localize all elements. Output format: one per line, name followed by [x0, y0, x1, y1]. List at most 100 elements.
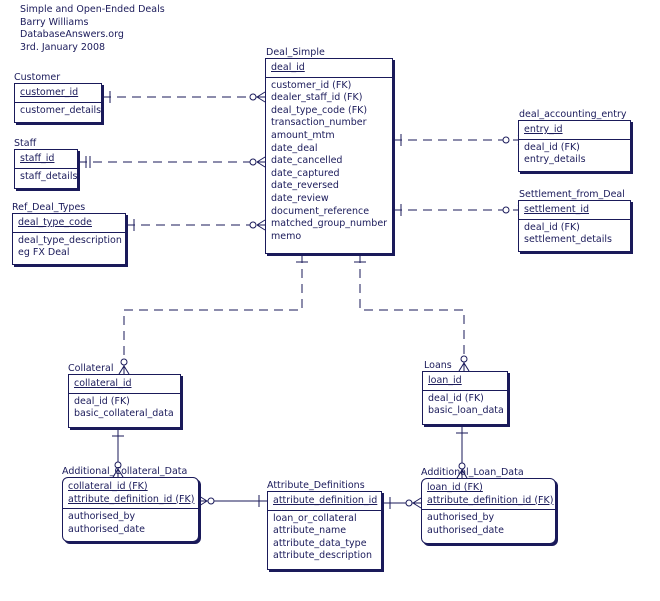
crowfoot-mark: [256, 96, 266, 103]
attribute-deal-id: deal_id: [271, 62, 305, 73]
attribute-authorised-by: authorised_by: [427, 512, 495, 524]
entity-title-additional-collateral-data: Additional_Collateral_Data: [62, 466, 188, 477]
entity-title-ref-deal-types: Ref_Deal_Types: [12, 202, 86, 213]
entity-attribute-section: deal_id (FK) basic_loan_data: [423, 391, 507, 420]
entity-title-deal-accounting-entry: deal_accounting_entry: [519, 109, 627, 120]
attribute-document-reference: document_reference: [271, 205, 370, 217]
entity-key-section: settlement_id: [519, 201, 630, 220]
attribute-authorised-by: authorised_by: [68, 511, 136, 523]
entity-key-section: deal_id: [266, 59, 392, 78]
entity-settlement-from-deal[interactable]: settlement_id deal_id (FK) settlement_de…: [518, 200, 631, 252]
entity-key-section: entry_id: [519, 121, 630, 140]
attribute-amount-mtm: amount_mtm: [271, 129, 335, 141]
attribute-attribute-name: attribute_name: [273, 525, 347, 537]
entity-attribute-section: customer_details: [15, 103, 101, 120]
diagram-header: Simple and Open-Ended Deals Barry Willia…: [20, 4, 165, 54]
attribute-attribute-definition-id-fk: attribute_definition_id (FK): [427, 494, 554, 506]
diagram-site: DatabaseAnswers.org: [20, 29, 124, 40]
crowfoot-mark: [123, 365, 130, 375]
crowfoot-mark: [461, 469, 468, 479]
entity-attribute-section: deal_id (FK) settlement_details: [519, 220, 630, 249]
attribute-memo: memo: [271, 230, 302, 242]
attribute-matched-group-number: matched_group_number: [271, 218, 388, 230]
optional-mark: [120, 358, 128, 366]
crowfoot-mark: [198, 500, 208, 507]
attribute-attribute-description: attribute_description: [273, 550, 373, 562]
entity-key-section: customer_id: [15, 84, 101, 103]
attribute-deal-type-code-fk: deal_type_code (FK): [271, 104, 368, 116]
entity-title-deal-simple: Deal_Simple: [266, 47, 325, 58]
entity-key-section: loan_id: [423, 372, 507, 391]
crowfoot-mark: [112, 468, 119, 478]
crowfoot-mark: [458, 362, 465, 372]
attribute-authorised-date: authorised_date: [68, 523, 145, 535]
entity-deal-simple[interactable]: deal_id customer_id (FK) dealer_staff_id…: [265, 58, 393, 254]
entity-deal-accounting-entry[interactable]: entry_id deal_id (FK) entry_details: [518, 120, 631, 172]
attribute-attribute-definition-id-fk: attribute_definition_id (FK): [68, 493, 195, 505]
link-deal-loans: [359, 254, 465, 371]
entity-key-section: collateral_id: [69, 375, 180, 394]
entity-ref-deal-types[interactable]: deal_type_code deal_type_description eg …: [12, 213, 126, 265]
attribute-deal-id-fk: deal_id (FK): [74, 395, 130, 407]
optional-mark: [249, 93, 257, 101]
attribute-date-reversed: date_reversed: [271, 180, 339, 192]
attribute-collateral-id-fk: collateral_id (FK): [68, 481, 148, 492]
attribute-deal-id-fk: deal_id (FK): [524, 221, 580, 233]
entity-key-section: attribute_definition_id: [268, 492, 381, 511]
entity-additional-collateral-data[interactable]: collateral_id (FK) attribute_definition_…: [62, 477, 199, 542]
crowfoot-mark: [117, 468, 124, 478]
entity-attribute-definitions[interactable]: attribute_definition_id loan_or_collater…: [267, 491, 382, 570]
crowfoot-mark: [412, 502, 422, 509]
entity-attribute-section: staff_details: [15, 169, 77, 186]
entity-additional-loan-data[interactable]: loan_id (FK) attribute_definition_id (FK…: [421, 478, 556, 544]
attribute-transaction-number: transaction_number: [271, 117, 367, 129]
optional-mark: [405, 499, 413, 507]
entity-collateral[interactable]: collateral_id deal_id (FK) basic_collate…: [68, 374, 181, 428]
attribute-customer-id: customer_id: [20, 87, 79, 98]
link-deal-collateral: [123, 254, 303, 374]
crowfoot-mark: [256, 219, 266, 226]
optional-mark: [460, 355, 468, 363]
attribute-authorised-date: authorised_date: [427, 524, 504, 536]
attribute-date-deal: date_deal: [271, 142, 318, 154]
optional-mark: [207, 497, 215, 505]
crowfoot-mark: [118, 365, 125, 375]
entity-title-settlement-from-deal: Settlement_from_Deal: [519, 189, 625, 200]
crowfoot-mark: [456, 469, 463, 479]
attribute-customer-details: customer_details: [20, 104, 102, 116]
entity-title-additional-loan-data: Additional_Loan_Data: [421, 467, 524, 478]
entity-attribute-section: authorised_by authorised_date: [422, 510, 555, 539]
optional-mark: [249, 158, 257, 166]
optional-mark: [114, 461, 122, 469]
optional-mark: [249, 221, 257, 229]
entity-title-collateral: Collateral: [68, 363, 114, 374]
entity-attribute-section: authorised_by authorised_date: [63, 509, 198, 538]
entity-attribute-section: deal_id (FK) basic_collateral_data: [69, 394, 180, 423]
entity-title-staff: Staff: [14, 138, 37, 149]
entity-staff[interactable]: staff_id staff_details: [14, 149, 78, 189]
entity-title-loans: Loans: [424, 360, 452, 371]
attribute-staff-details: staff_details: [20, 170, 78, 182]
attribute-deal-type-code: deal_type_code: [18, 217, 92, 228]
attribute-deal-id-fk: deal_id (FK): [524, 141, 580, 153]
entity-key-section: loan_id (FK) attribute_definition_id (FK…: [422, 479, 555, 511]
crowfoot-mark: [256, 161, 266, 168]
attribute-basic-loan-data: basic_loan_data: [428, 405, 504, 417]
crowfoot-mark: [198, 495, 208, 502]
entity-loans[interactable]: loan_id deal_id (FK) basic_loan_data: [422, 371, 508, 425]
attribute-date-cancelled: date_cancelled: [271, 155, 343, 167]
attribute-dealer-staff-id-fk: dealer_staff_id (FK): [271, 92, 363, 104]
attribute-attribute-data-type: attribute_data_type: [273, 537, 367, 549]
entity-title-attribute-definitions: Attribute_Definitions: [267, 480, 365, 491]
crowfoot-mark: [256, 91, 266, 98]
attribute-basic-collateral-data: basic_collateral_data: [74, 408, 174, 420]
attribute-loan-or-collateral: loan_or_collateral: [273, 512, 357, 524]
diagram-author: Barry Williams: [20, 16, 89, 28]
attribute-deal-id-fk: deal_id (FK): [428, 392, 484, 404]
entity-attribute-section: deal_type_description eg FX Deal: [13, 233, 125, 262]
diagram-title: Simple and Open-Ended Deals: [20, 4, 165, 15]
entity-customer[interactable]: customer_id customer_details: [14, 83, 102, 123]
attribute-example: eg FX Deal: [18, 247, 70, 259]
entity-key-section: collateral_id (FK) attribute_definition_…: [63, 478, 198, 510]
